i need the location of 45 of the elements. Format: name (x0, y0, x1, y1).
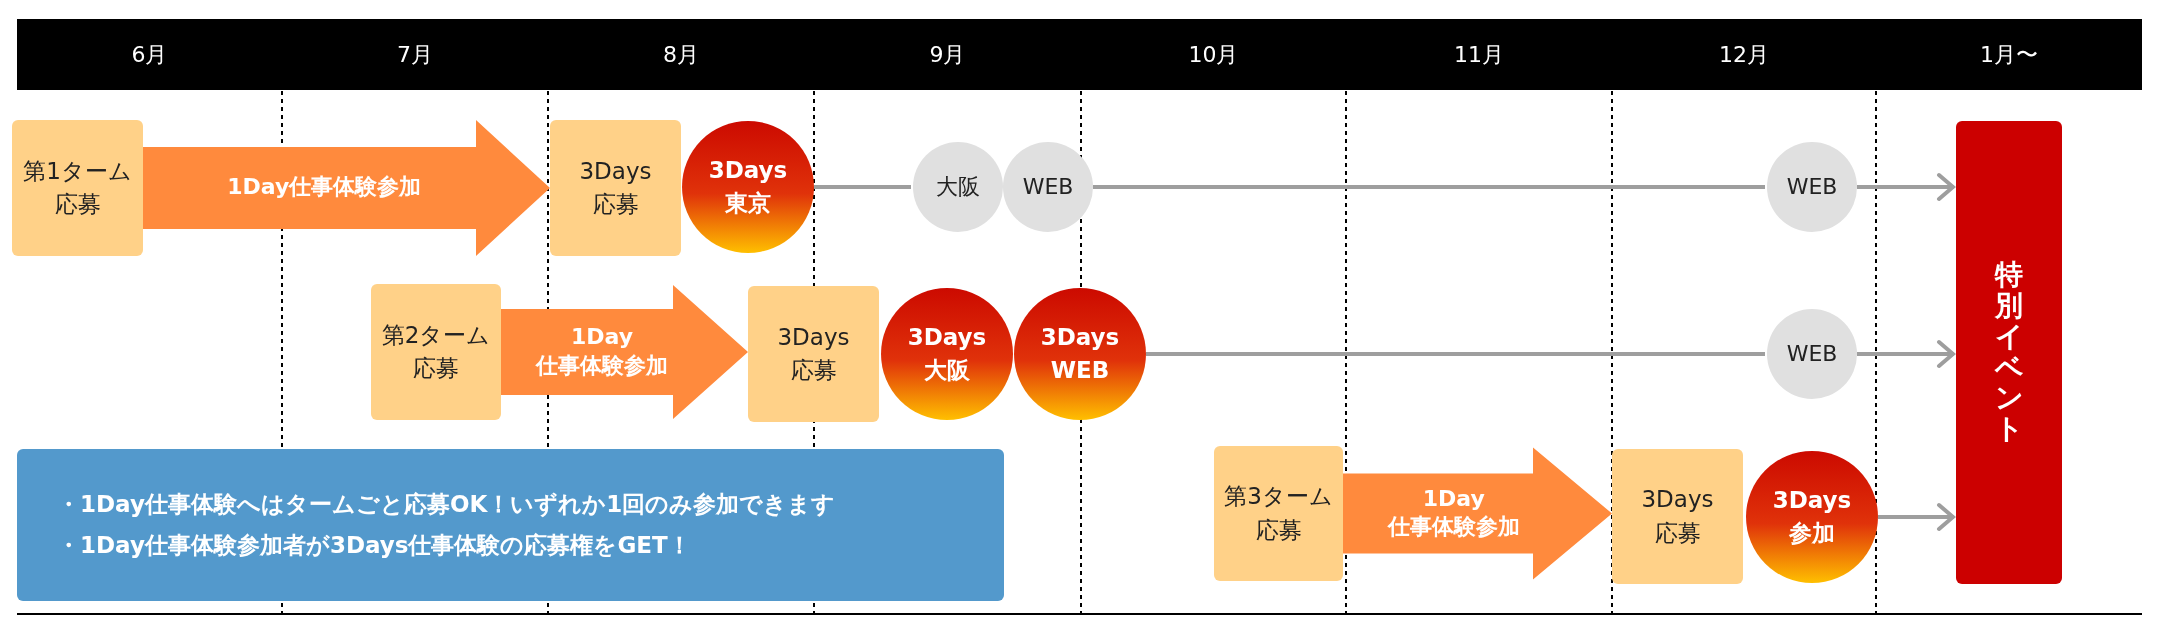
entry-box (12, 120, 143, 256)
edge-label: 1Day仕事体験参加 (534, 323, 669, 380)
node-label: 3Days東京 (708, 155, 788, 218)
node-label: 3Days応募 (578, 156, 653, 219)
block-arrow (1343, 447, 1612, 580)
entry-box (1612, 449, 1743, 584)
connector-line (814, 185, 911, 189)
node-label: 3Days参加 (1772, 485, 1852, 548)
month-label: 8月 (663, 40, 699, 69)
edge-label: 1Day仕事体験参加 (226, 173, 423, 201)
note-panel (17, 449, 1004, 601)
node-label: 3Days大阪 (907, 322, 987, 385)
month-label: 1月〜 (1980, 40, 2038, 69)
node-label: 3Days WEB (1040, 322, 1120, 385)
entry-box (371, 284, 501, 420)
node-label: 第1ターム応募 (22, 156, 133, 219)
connector-line (1093, 185, 1765, 189)
entry-box (1214, 446, 1343, 581)
node-label: WEB (1786, 173, 1838, 202)
node-label: 特別イベント (1995, 260, 2023, 445)
month-label: 9月 (929, 40, 966, 69)
month-label: 6月 (131, 40, 168, 69)
note-text: ・1Day仕事体験へはタームごと応募OK！いずれか1回のみ参加できます (57, 489, 836, 519)
node-label: 第2ターム応募 (380, 320, 492, 383)
node-label: 第3ターム応募 (1223, 482, 1334, 545)
edge-label: 1Day仕事体験参加 (1386, 484, 1521, 542)
arrow (1878, 503, 1955, 531)
month-label: 11月 (1454, 40, 1504, 69)
block-arrow (143, 120, 550, 256)
arrow (1857, 340, 1955, 368)
node-label: 3Days応募 (776, 322, 851, 385)
node-label: WEB (1786, 340, 1838, 369)
entry-box (550, 120, 681, 256)
month-label: 12月 (1719, 40, 1769, 69)
block-arrow (501, 285, 748, 419)
node-label: WEB (1022, 173, 1074, 202)
note-text: ・1Day仕事体験参加者が3Days仕事体験の応募権をGET！ (57, 531, 691, 560)
event-bar (1956, 121, 2062, 584)
arrow (1857, 173, 1955, 201)
month-label: 10月 (1188, 40, 1239, 69)
entry-box (748, 286, 879, 422)
connector-line (1146, 352, 1765, 356)
month-label: 7月 (397, 40, 433, 69)
node-label: 3Days応募 (1640, 485, 1715, 548)
node-label: 大阪 (936, 173, 980, 202)
